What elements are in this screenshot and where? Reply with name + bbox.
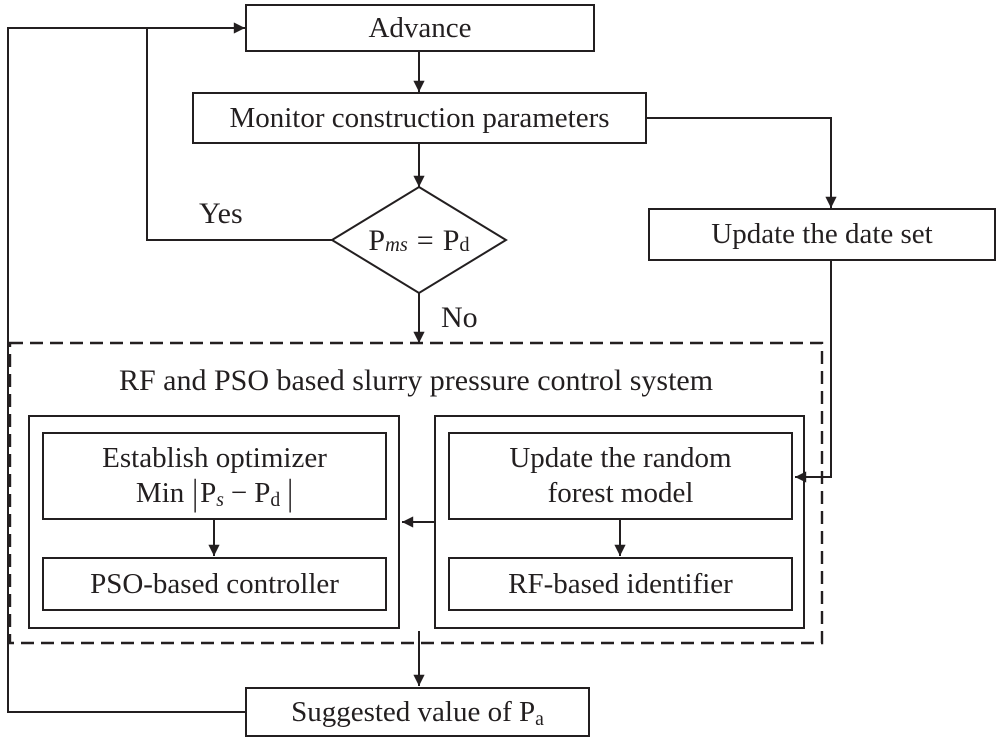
optimizer-formula: Min|Ps−Pd| bbox=[135, 472, 293, 513]
optimizer-box: Establish optimizer Min|Ps−Pd| bbox=[42, 432, 387, 520]
monitor-label: Monitor construction parameters bbox=[229, 101, 610, 134]
optimizer-minus: − bbox=[230, 477, 248, 509]
rf-model-line1: Update the random bbox=[509, 442, 732, 475]
update-data-set-box: Update the date set bbox=[648, 208, 996, 261]
optimizer-line1: Establish optimizer bbox=[102, 442, 327, 475]
monitor-box: Monitor construction parameters bbox=[192, 92, 647, 144]
pso-controller-label: PSO-based controller bbox=[90, 567, 339, 600]
advance-box: Advance bbox=[245, 4, 595, 52]
suggested-value-box: Suggested value of Pa bbox=[245, 687, 590, 737]
no-branch-label: No bbox=[441, 301, 478, 334]
suggested-sub: a bbox=[535, 707, 544, 730]
optimizer-bar-open: | bbox=[192, 472, 199, 514]
optimizer-p2: P bbox=[254, 477, 271, 509]
decision-sub1: ms bbox=[385, 233, 408, 256]
optimizer-sub2: d bbox=[270, 489, 281, 512]
decision-p2: P bbox=[442, 224, 460, 257]
optimizer-bar-close: | bbox=[287, 472, 294, 514]
optimizer-p1: P bbox=[200, 477, 217, 509]
optimizer-min: Min bbox=[135, 477, 185, 509]
monitor-to-update-arrow bbox=[647, 117, 837, 208]
update-data-set-label: Update the date set bbox=[711, 218, 933, 251]
control-system-title: RF and PSO based slurry pressure control… bbox=[118, 364, 714, 397]
rf-identifier-label: RF-based identifier bbox=[508, 567, 733, 600]
decision-sub2: d bbox=[459, 233, 470, 256]
yes-branch-label: Yes bbox=[199, 197, 243, 230]
suggested-value-label: Suggested value of Pa bbox=[291, 695, 544, 730]
advance-label: Advance bbox=[368, 11, 472, 44]
rf-model-line2: forest model bbox=[547, 477, 694, 509]
decision-equals: = bbox=[416, 224, 434, 257]
rf-model-box: Update the random forest model bbox=[448, 432, 793, 520]
rf-identifier-box: RF-based identifier bbox=[448, 557, 793, 611]
suggested-prefix: Suggested value of P bbox=[291, 695, 536, 728]
optimizer-sub1: s bbox=[216, 489, 224, 512]
pso-controller-box: PSO-based controller bbox=[42, 557, 387, 611]
decision-p1: P bbox=[368, 224, 386, 257]
